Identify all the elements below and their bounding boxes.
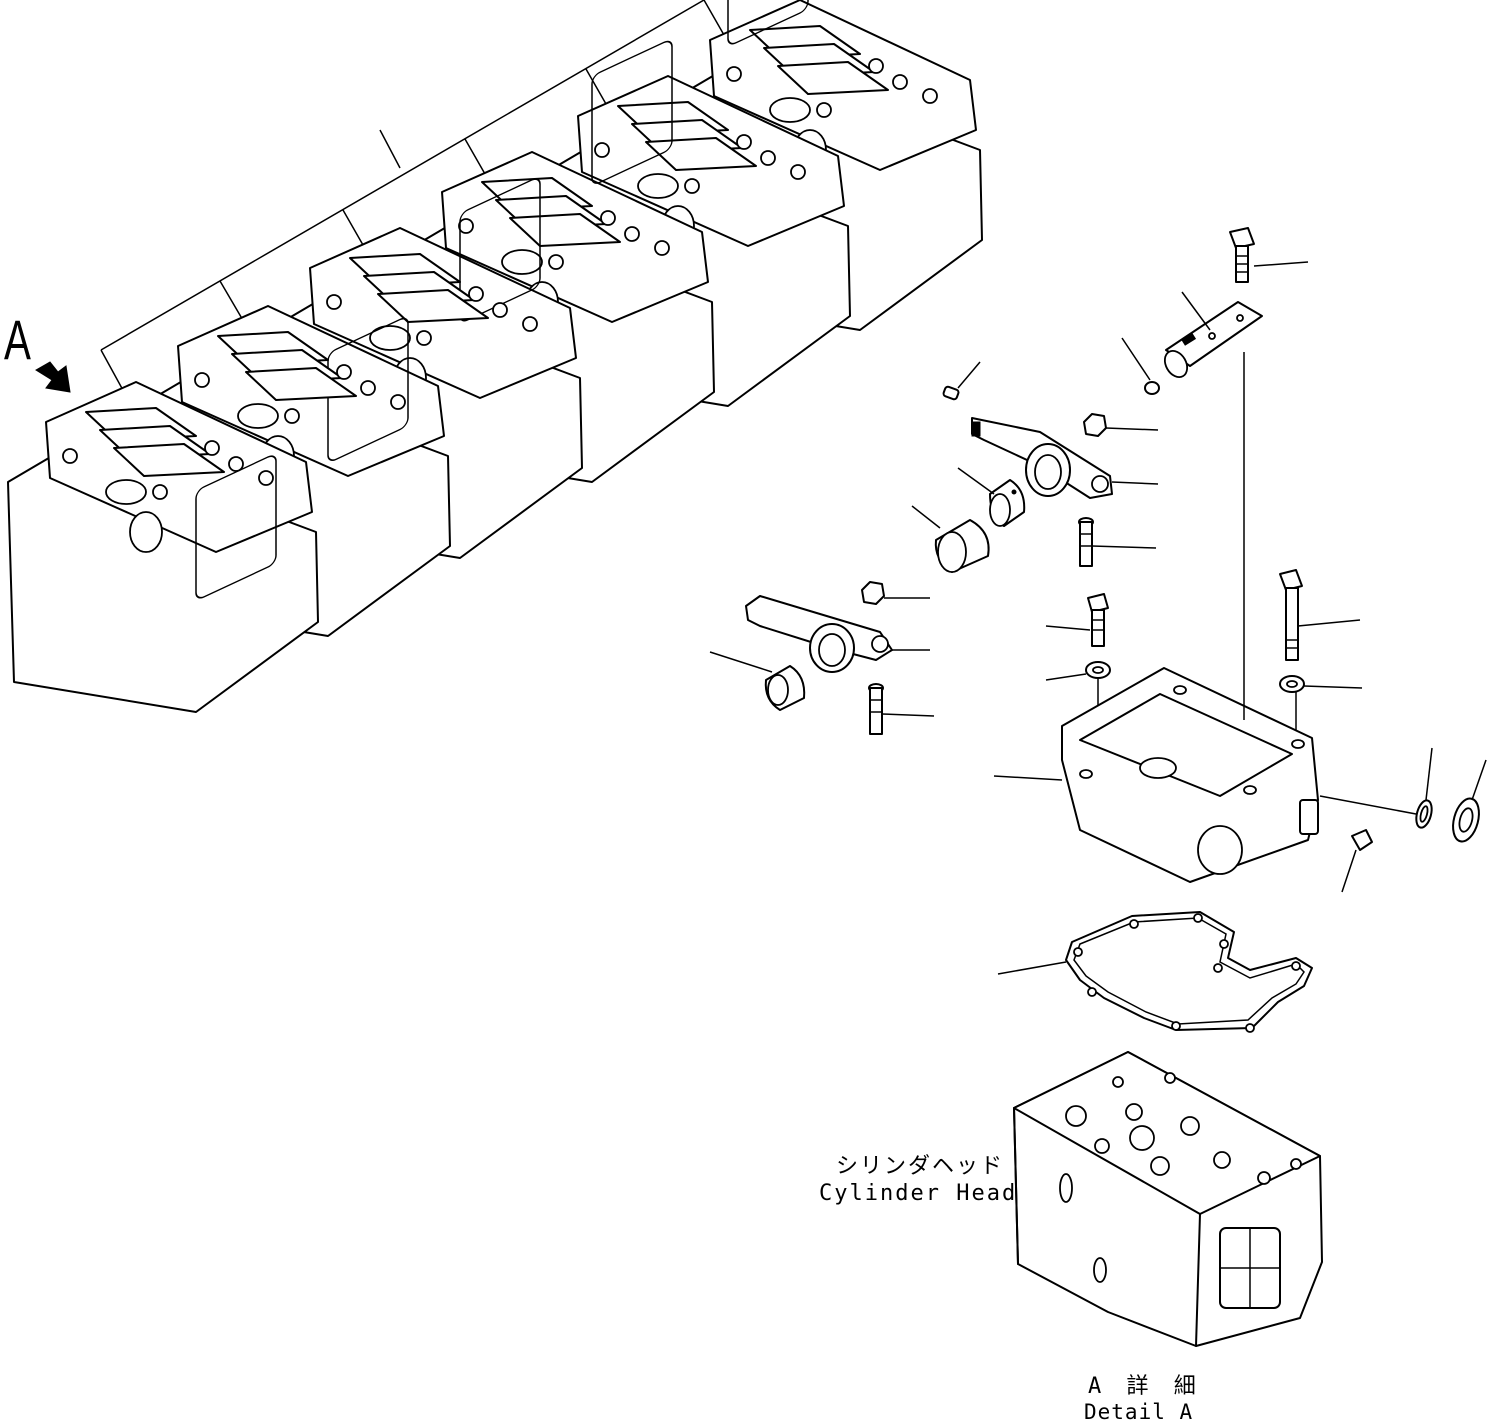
plug-lower [1341, 829, 1373, 893]
reference-part-label-en: Cylinder Head [819, 1181, 1018, 1206]
bushing-upper [957, 467, 1026, 527]
cylinder-head-assembly [7, 0, 983, 713]
rocker-shaft [1163, 291, 1263, 379]
bushing-large [911, 505, 990, 573]
bracket-gasket [997, 911, 1313, 1033]
reference-cylinder-head [1013, 1051, 1323, 1347]
assembly-bracket [100, 0, 729, 393]
oil-seal-large [1452, 759, 1487, 843]
view-arrow-icon [35, 361, 71, 393]
pin [942, 361, 981, 401]
exploded-parts [709, 227, 1487, 1347]
bracket-bolt-short [1045, 593, 1109, 647]
detail-label-en: Detail A [1084, 1400, 1194, 1424]
nut-lower [861, 581, 930, 605]
rocker-arm-lower [745, 595, 930, 673]
detail-label-jp: A 詳 細 [1088, 1374, 1202, 1399]
reference-part-label-jp: シリンダヘッド [836, 1154, 1005, 1179]
rocker-arm-upper [971, 417, 1159, 499]
head-module-1 [7, 381, 319, 713]
washer-right [1279, 675, 1363, 738]
plug [1121, 337, 1160, 395]
bushing-lower [709, 651, 806, 711]
rocker-bracket [993, 352, 1319, 883]
nut-upper [1083, 413, 1159, 437]
view-arrow-letter: A [4, 308, 31, 371]
oil-seal-small [1319, 747, 1433, 829]
shaft-bolt [1229, 227, 1309, 283]
adjusting-screw-lower [868, 683, 935, 735]
adjusting-screw-upper [1078, 517, 1157, 567]
bracket-bolt-long [1279, 569, 1361, 661]
